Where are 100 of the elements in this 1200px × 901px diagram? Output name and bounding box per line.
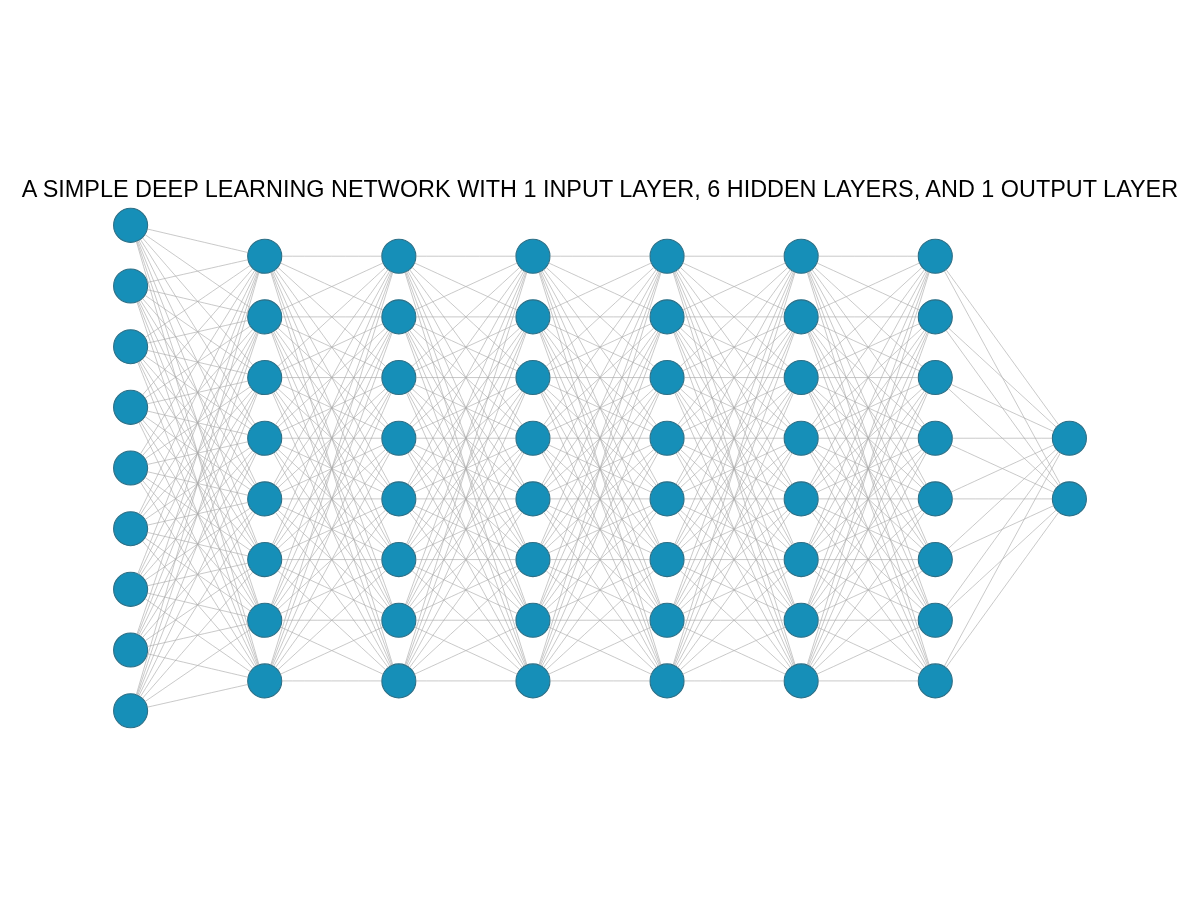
connector <box>147 592 249 617</box>
node-circle <box>783 480 819 516</box>
connector <box>549 437 650 439</box>
connector <box>679 327 789 427</box>
connector <box>411 266 521 367</box>
connector <box>147 683 249 707</box>
node-circle <box>247 662 283 698</box>
connector <box>140 420 256 606</box>
connector <box>807 332 929 665</box>
connector <box>409 450 523 607</box>
connector <box>414 322 518 371</box>
connector <box>411 387 521 488</box>
node-circle <box>783 541 819 577</box>
connector <box>281 680 382 681</box>
node-circle <box>381 541 417 577</box>
connector <box>948 327 1057 427</box>
connector <box>679 509 789 609</box>
connector <box>137 271 258 574</box>
connector <box>147 440 249 465</box>
connector <box>944 270 1061 485</box>
connector <box>144 264 251 338</box>
connector <box>275 329 389 486</box>
connector <box>147 228 249 253</box>
connector <box>945 511 1059 668</box>
node-circle <box>917 238 953 274</box>
connector <box>144 325 251 398</box>
connector <box>674 392 794 666</box>
node-circle <box>917 541 953 577</box>
connector <box>144 628 251 702</box>
node-circle <box>649 359 685 395</box>
connector <box>818 437 919 439</box>
connector <box>548 322 652 371</box>
connector <box>811 450 925 607</box>
connector <box>414 504 518 553</box>
node-circle <box>381 662 417 698</box>
connector <box>945 268 1059 425</box>
connector <box>277 327 386 427</box>
connector <box>411 327 521 427</box>
connector <box>140 481 256 667</box>
connector <box>140 330 256 515</box>
connector <box>950 504 1054 553</box>
node-circle <box>1051 480 1087 516</box>
connector <box>683 498 785 499</box>
connector <box>415 558 516 560</box>
connector <box>945 450 1059 607</box>
connector <box>414 262 518 310</box>
node-circle <box>917 420 953 456</box>
node-circle <box>783 662 819 698</box>
connector <box>144 507 251 580</box>
connector <box>818 316 919 317</box>
connector <box>682 383 786 432</box>
connector <box>406 331 526 605</box>
connector <box>280 383 384 432</box>
connector <box>280 565 384 614</box>
node-circle <box>649 541 685 577</box>
connector <box>281 437 382 439</box>
connector <box>543 390 657 546</box>
connector <box>549 498 650 499</box>
connector <box>409 329 523 486</box>
connector <box>811 390 925 546</box>
connector <box>409 268 523 425</box>
connector <box>281 558 382 560</box>
connector <box>548 565 652 614</box>
node-circle <box>113 510 149 546</box>
node-circle <box>515 602 551 638</box>
node-circle <box>783 359 819 395</box>
node-circle <box>381 420 417 456</box>
node-circle <box>113 328 149 364</box>
connector <box>683 376 785 378</box>
node-circle <box>113 571 149 607</box>
connector <box>147 652 249 678</box>
connector <box>675 330 793 545</box>
connector <box>142 479 253 608</box>
connector <box>405 332 527 665</box>
connector <box>147 410 249 435</box>
connector <box>137 240 258 544</box>
connector <box>543 450 657 607</box>
connector <box>549 376 650 378</box>
connector <box>144 598 251 672</box>
node-circle <box>247 359 283 395</box>
connector <box>549 680 650 681</box>
connector <box>137 361 258 666</box>
connector <box>142 449 253 577</box>
connector <box>144 294 251 369</box>
connector <box>683 558 785 560</box>
connector <box>277 509 386 609</box>
connector <box>281 316 382 317</box>
connector <box>142 297 253 426</box>
connector <box>415 437 516 439</box>
connector <box>140 269 256 454</box>
connector <box>142 540 253 669</box>
connector <box>277 448 386 549</box>
node-circle <box>247 420 283 456</box>
connector <box>548 626 652 674</box>
node-circle <box>113 207 149 243</box>
connector <box>682 626 786 674</box>
node-circle <box>381 602 417 638</box>
node-circle <box>649 238 685 274</box>
connector <box>142 328 253 456</box>
connector <box>948 448 1057 549</box>
